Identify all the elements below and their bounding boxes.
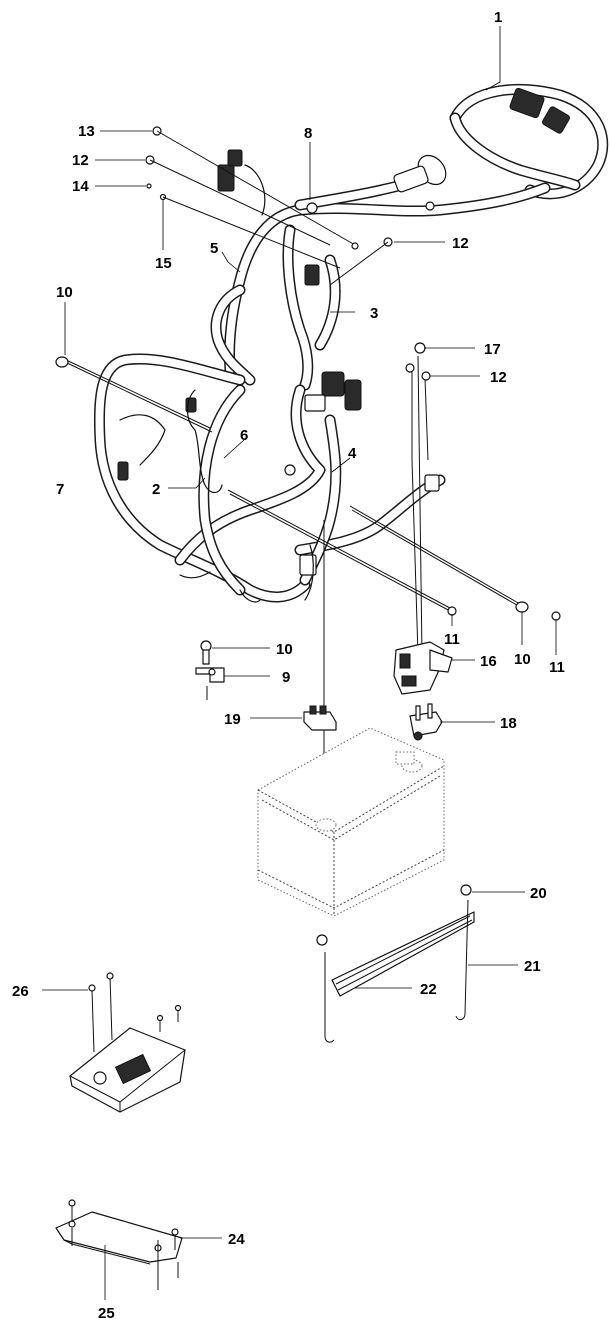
callout-10-mid: 10 bbox=[276, 641, 293, 658]
leader-lines bbox=[42, 26, 557, 1300]
callout-18: 18 bbox=[500, 715, 517, 732]
callout-4: 4 bbox=[348, 445, 357, 462]
callout-11-right: 11 bbox=[549, 659, 565, 676]
callout-12-right: 12 bbox=[452, 235, 469, 252]
callout-3: 3 bbox=[370, 305, 378, 322]
callout-19: 19 bbox=[224, 711, 241, 728]
callout-6: 6 bbox=[240, 427, 248, 444]
callout-13: 13 bbox=[78, 123, 95, 140]
callout-24: 24 bbox=[228, 1231, 245, 1248]
terminal-18 bbox=[409, 703, 443, 741]
callout-labels: 1 13 8 12 14 12 5 15 10 3 17 12 6 4 2 7 … bbox=[12, 9, 565, 1322]
callout-15: 15 bbox=[155, 255, 172, 272]
callout-26: 26 bbox=[12, 983, 29, 1000]
battery bbox=[257, 727, 445, 917]
main-wiring-harness bbox=[93, 83, 609, 603]
fasteners-top bbox=[145, 126, 393, 286]
callout-8: 8 bbox=[304, 125, 312, 142]
callout-21: 21 bbox=[524, 958, 541, 975]
callout-22: 22 bbox=[420, 981, 437, 998]
terminal-16 bbox=[393, 641, 453, 695]
callout-14: 14 bbox=[72, 178, 89, 195]
bracket-9 bbox=[195, 640, 225, 700]
callout-10-left: 10 bbox=[56, 284, 73, 301]
battery-hold-down bbox=[316, 884, 475, 1043]
callout-11-left: 11 bbox=[444, 631, 460, 648]
callout-12-mid: 12 bbox=[490, 369, 507, 386]
callout-7: 7 bbox=[56, 481, 64, 498]
callout-17: 17 bbox=[484, 341, 501, 358]
callout-9: 9 bbox=[282, 669, 290, 686]
callout-25: 25 bbox=[98, 1305, 115, 1322]
control-module bbox=[69, 972, 186, 1113]
callout-2: 2 bbox=[152, 481, 160, 498]
callout-12-top: 12 bbox=[72, 152, 89, 169]
callout-20: 20 bbox=[530, 885, 547, 902]
terminal-19 bbox=[303, 705, 337, 731]
ground-cables bbox=[55, 342, 561, 820]
callout-10-right: 10 bbox=[514, 651, 531, 668]
callout-16: 16 bbox=[480, 653, 497, 670]
callout-5: 5 bbox=[210, 240, 218, 257]
callout-1: 1 bbox=[494, 9, 502, 26]
mounting-plate bbox=[55, 1199, 183, 1290]
